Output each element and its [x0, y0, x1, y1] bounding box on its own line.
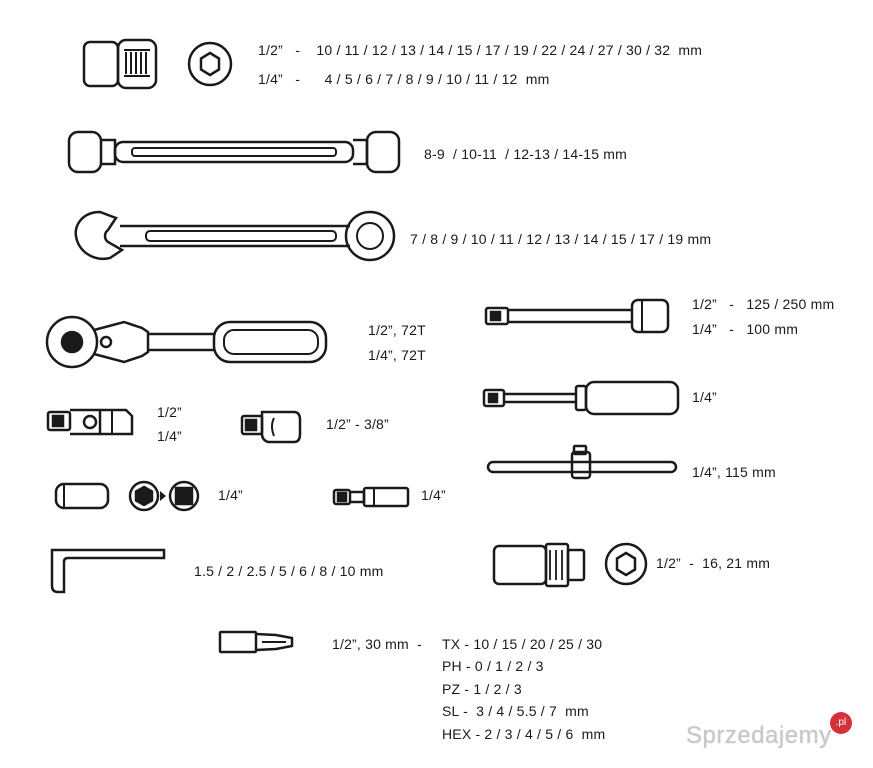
adapter-spec: 1/2” - 3/8” [326, 416, 389, 432]
spark-plug-socket-icon [490, 540, 660, 590]
bits-spec-hex: HEX - 2 / 3 / 4 / 5 / 6 mm [442, 726, 606, 742]
watermark-badge: .pl [830, 712, 852, 734]
combination-wrench-spec: 7 / 8 / 9 / 10 / 11 / 12 / 13 / 14 / 15 … [410, 231, 712, 247]
extension-bar-spec-2: 1/4” - 100 mm [692, 321, 799, 337]
hex-key-spec: 1.5 / 2 / 2.5 / 5 / 6 / 8 / 10 mm [194, 563, 384, 579]
extension-bar-icon [482, 296, 682, 336]
bits-spec-ph: PH - 0 / 1 / 2 / 3 [442, 658, 544, 674]
universal-joint-spec-2: 1/4” [157, 428, 182, 444]
t-bar-icon [484, 444, 684, 484]
ratchet-spec-2: 1/4”, 72T [368, 347, 426, 363]
watermark-logo: Sprzedajemy [686, 722, 832, 749]
hex-key-icon [48, 546, 172, 596]
bits-spec-tx: TX - 10 / 15 / 20 / 25 / 30 [442, 636, 603, 652]
bit-adapter-icon [330, 482, 414, 512]
combination-wrench-icon [70, 206, 400, 266]
flex-wrench-icon [66, 128, 416, 176]
adapter-icon [238, 406, 308, 446]
t-bar-spec: 1/4”, 115 mm [692, 464, 776, 480]
bits-spec-pz: PZ - 1 / 2 / 3 [442, 681, 522, 697]
sockets-spec-2: 1/4” - 4 / 5 / 6 / 7 / 8 / 9 / 10 / 11 /… [258, 71, 550, 87]
extension-bar-spec-1: 1/2” - 125 / 250 mm [692, 296, 835, 312]
screwdriver-bit-icon [216, 626, 296, 658]
hex-socket-end-icon [186, 40, 236, 90]
spark-plug-socket-spec: 1/2” - 16, 21 mm [656, 555, 771, 571]
universal-joint-icon [44, 402, 140, 442]
bits-head-spec: 1/2”, 30 mm - [332, 636, 422, 652]
bits-spec-sl: SL - 3 / 4 / 5.5 / 7 mm [442, 703, 589, 719]
ratchet-spec-1: 1/2”, 72T [368, 322, 426, 338]
universal-joint-spec-1: 1/2” [157, 404, 182, 420]
flex-wrench-spec: 8-9 / 10-11 / 12-13 / 14-15 mm [424, 146, 628, 162]
spinner-handle-icon [480, 378, 690, 418]
bit-adapter-spec: 1/4” [421, 487, 446, 503]
sockets-spec-1: 1/2” - 10 / 11 / 12 / 13 / 14 / 15 / 17 … [258, 42, 703, 58]
socket-icon [80, 38, 240, 92]
spinner-handle-spec: 1/4” [692, 389, 717, 405]
deep-socket-spec: 1/4” [218, 487, 243, 503]
deep-socket-icon [52, 478, 212, 514]
ratchet-icon [44, 310, 334, 374]
